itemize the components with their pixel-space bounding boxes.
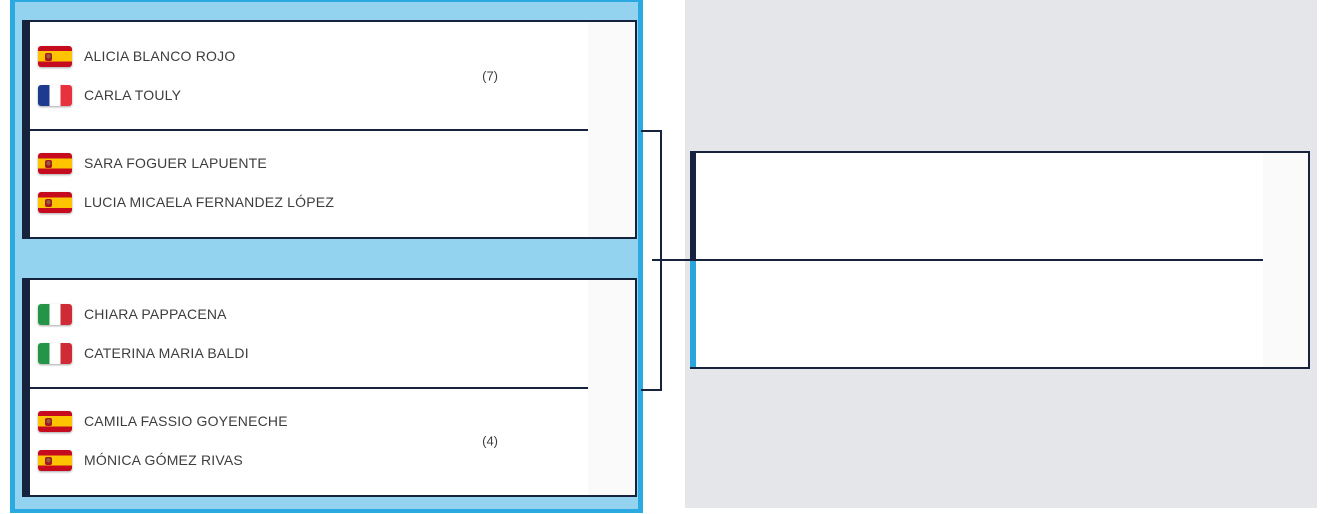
seed-badge: (4) <box>482 433 498 449</box>
round1-match-2[interactable]: CHIARA PAPPACENA CATERINA MARIA BALDI CA… <box>22 278 637 497</box>
spain-flag-icon <box>38 45 72 67</box>
match-1-divider <box>30 128 588 131</box>
spain-flag-icon <box>38 192 72 214</box>
connector-next-round-stub <box>652 259 690 261</box>
match-2-divider <box>30 386 588 389</box>
round2-slot2-accent <box>690 260 696 367</box>
spain-flag-icon <box>38 153 72 175</box>
round1-match-2-inner: CHIARA PAPPACENA CATERINA MARIA BALDI CA… <box>30 280 635 495</box>
match-2-team-1: CHIARA PAPPACENA CATERINA MARIA BALDI <box>30 280 588 388</box>
italy-flag-icon <box>38 342 72 364</box>
player-row[interactable]: CARLA TOULY <box>38 84 588 106</box>
player-row[interactable]: CATERINA MARIA BALDI <box>38 342 588 364</box>
round2-team-slot-1-empty <box>696 153 1263 260</box>
player-row[interactable]: ALICIA BLANCO ROJO <box>38 45 588 67</box>
spain-flag-icon <box>38 450 72 472</box>
spain-flag-icon <box>38 411 72 433</box>
round2-match-1[interactable] <box>690 151 1310 369</box>
round1-match-1-inner: ALICIA BLANCO ROJO CARLA TOULY (7) SARA … <box>30 22 635 237</box>
round1-match-1[interactable]: ALICIA BLANCO ROJO CARLA TOULY (7) SARA … <box>22 20 637 239</box>
round2-match-1-inner <box>690 153 1308 367</box>
player-name: CARLA TOULY <box>84 86 182 103</box>
france-flag-icon <box>38 84 72 106</box>
player-row[interactable]: MÓNICA GÓMEZ RIVAS <box>38 450 588 472</box>
italy-flag-icon <box>38 303 72 325</box>
match-1-team-1: ALICIA BLANCO ROJO CARLA TOULY (7) <box>30 22 588 130</box>
player-name: LUCIA MICAELA FERNANDEZ LÓPEZ <box>84 194 335 211</box>
player-name: CATERINA MARIA BALDI <box>84 344 249 361</box>
player-row[interactable]: LUCIA MICAELA FERNANDEZ LÓPEZ <box>38 192 588 214</box>
player-row[interactable]: CAMILA FASSIO GOYENECHE <box>38 411 588 433</box>
round2-score-column <box>1263 153 1308 367</box>
round2-match-divider <box>690 259 1263 261</box>
player-name: CAMILA FASSIO GOYENECHE <box>84 413 288 430</box>
player-name: SARA FOGUER LAPUENTE <box>84 155 267 172</box>
player-name: MÓNICA GÓMEZ RIVAS <box>84 452 243 469</box>
player-name: ALICIA BLANCO ROJO <box>84 47 236 64</box>
player-name: CHIARA PAPPACENA <box>84 305 227 322</box>
match-1-team-2: SARA FOGUER LAPUENTE LUCIA MICAELA FERNA… <box>30 130 588 238</box>
round2-team-slot-2-empty <box>696 260 1263 367</box>
match-2-team-2: CAMILA FASSIO GOYENECHE MÓNICA GÓMEZ RIV… <box>30 388 588 496</box>
player-row[interactable]: SARA FOGUER LAPUENTE <box>38 153 588 175</box>
round2-slot1-accent <box>690 153 696 260</box>
connector-match2-stub <box>641 389 662 391</box>
match-2-score-column <box>588 280 635 495</box>
connector-match1-stub <box>641 130 662 132</box>
match-1-score-column <box>588 22 635 237</box>
seed-badge: (7) <box>482 68 498 84</box>
player-row[interactable]: CHIARA PAPPACENA <box>38 303 588 325</box>
